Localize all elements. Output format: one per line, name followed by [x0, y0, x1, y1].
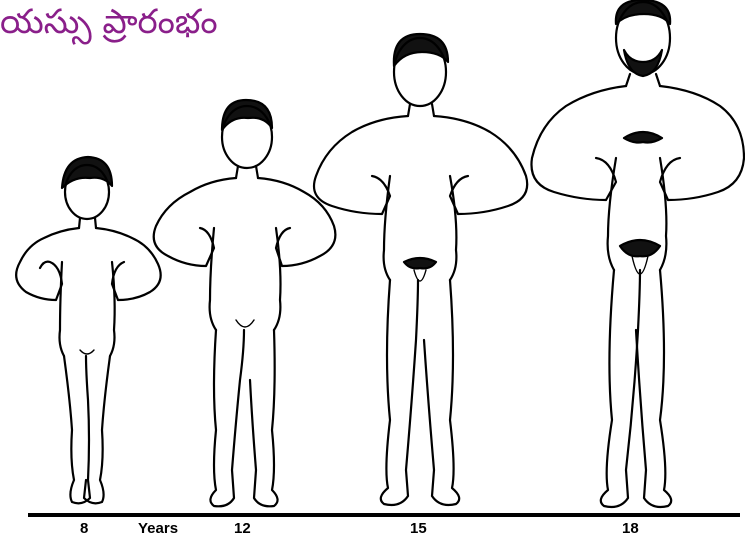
age-label-8: 8	[80, 520, 88, 538]
figure-age-18	[531, 0, 744, 507]
age-label-12: 12	[234, 520, 251, 538]
figure-age-12	[154, 100, 336, 506]
age-label-15: 15	[410, 520, 427, 538]
age-label-18: 18	[622, 520, 639, 538]
figure-age-8	[16, 157, 161, 503]
age-axis-line	[28, 513, 740, 517]
axis-unit-label: Years	[138, 520, 178, 538]
figure-age-15	[314, 34, 527, 505]
